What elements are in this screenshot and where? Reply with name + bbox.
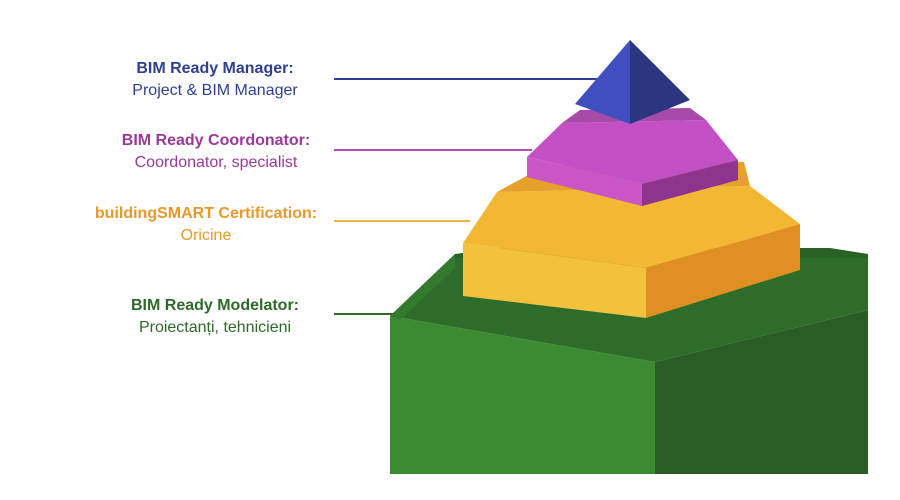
coordinator-subtitle: Coordonator, specialist: [134, 154, 298, 171]
tier-manager: [575, 40, 690, 124]
certification-subtitle: Oricine: [180, 227, 232, 244]
modelator-subtitle: Proiectanți, tehnicieni: [138, 319, 292, 336]
label-modelator: BIM Ready Modelator: Proiectanți, tehnic…: [65, 295, 365, 339]
modelator-title: BIM Ready Modelator:: [130, 297, 299, 314]
coordinator-title: BIM Ready Coordonator:: [121, 132, 311, 149]
label-manager: BIM Ready Manager: Project & BIM Manager: [65, 58, 365, 102]
label-certification: buildingSMART Certification: Oricine: [56, 203, 356, 247]
manager-title: BIM Ready Manager:: [136, 60, 294, 77]
label-coordinator: BIM Ready Coordonator: Coordonator, spec…: [66, 130, 366, 174]
manager-subtitle: Project & BIM Manager: [132, 82, 298, 99]
certification-title: buildingSMART Certification:: [94, 205, 318, 222]
